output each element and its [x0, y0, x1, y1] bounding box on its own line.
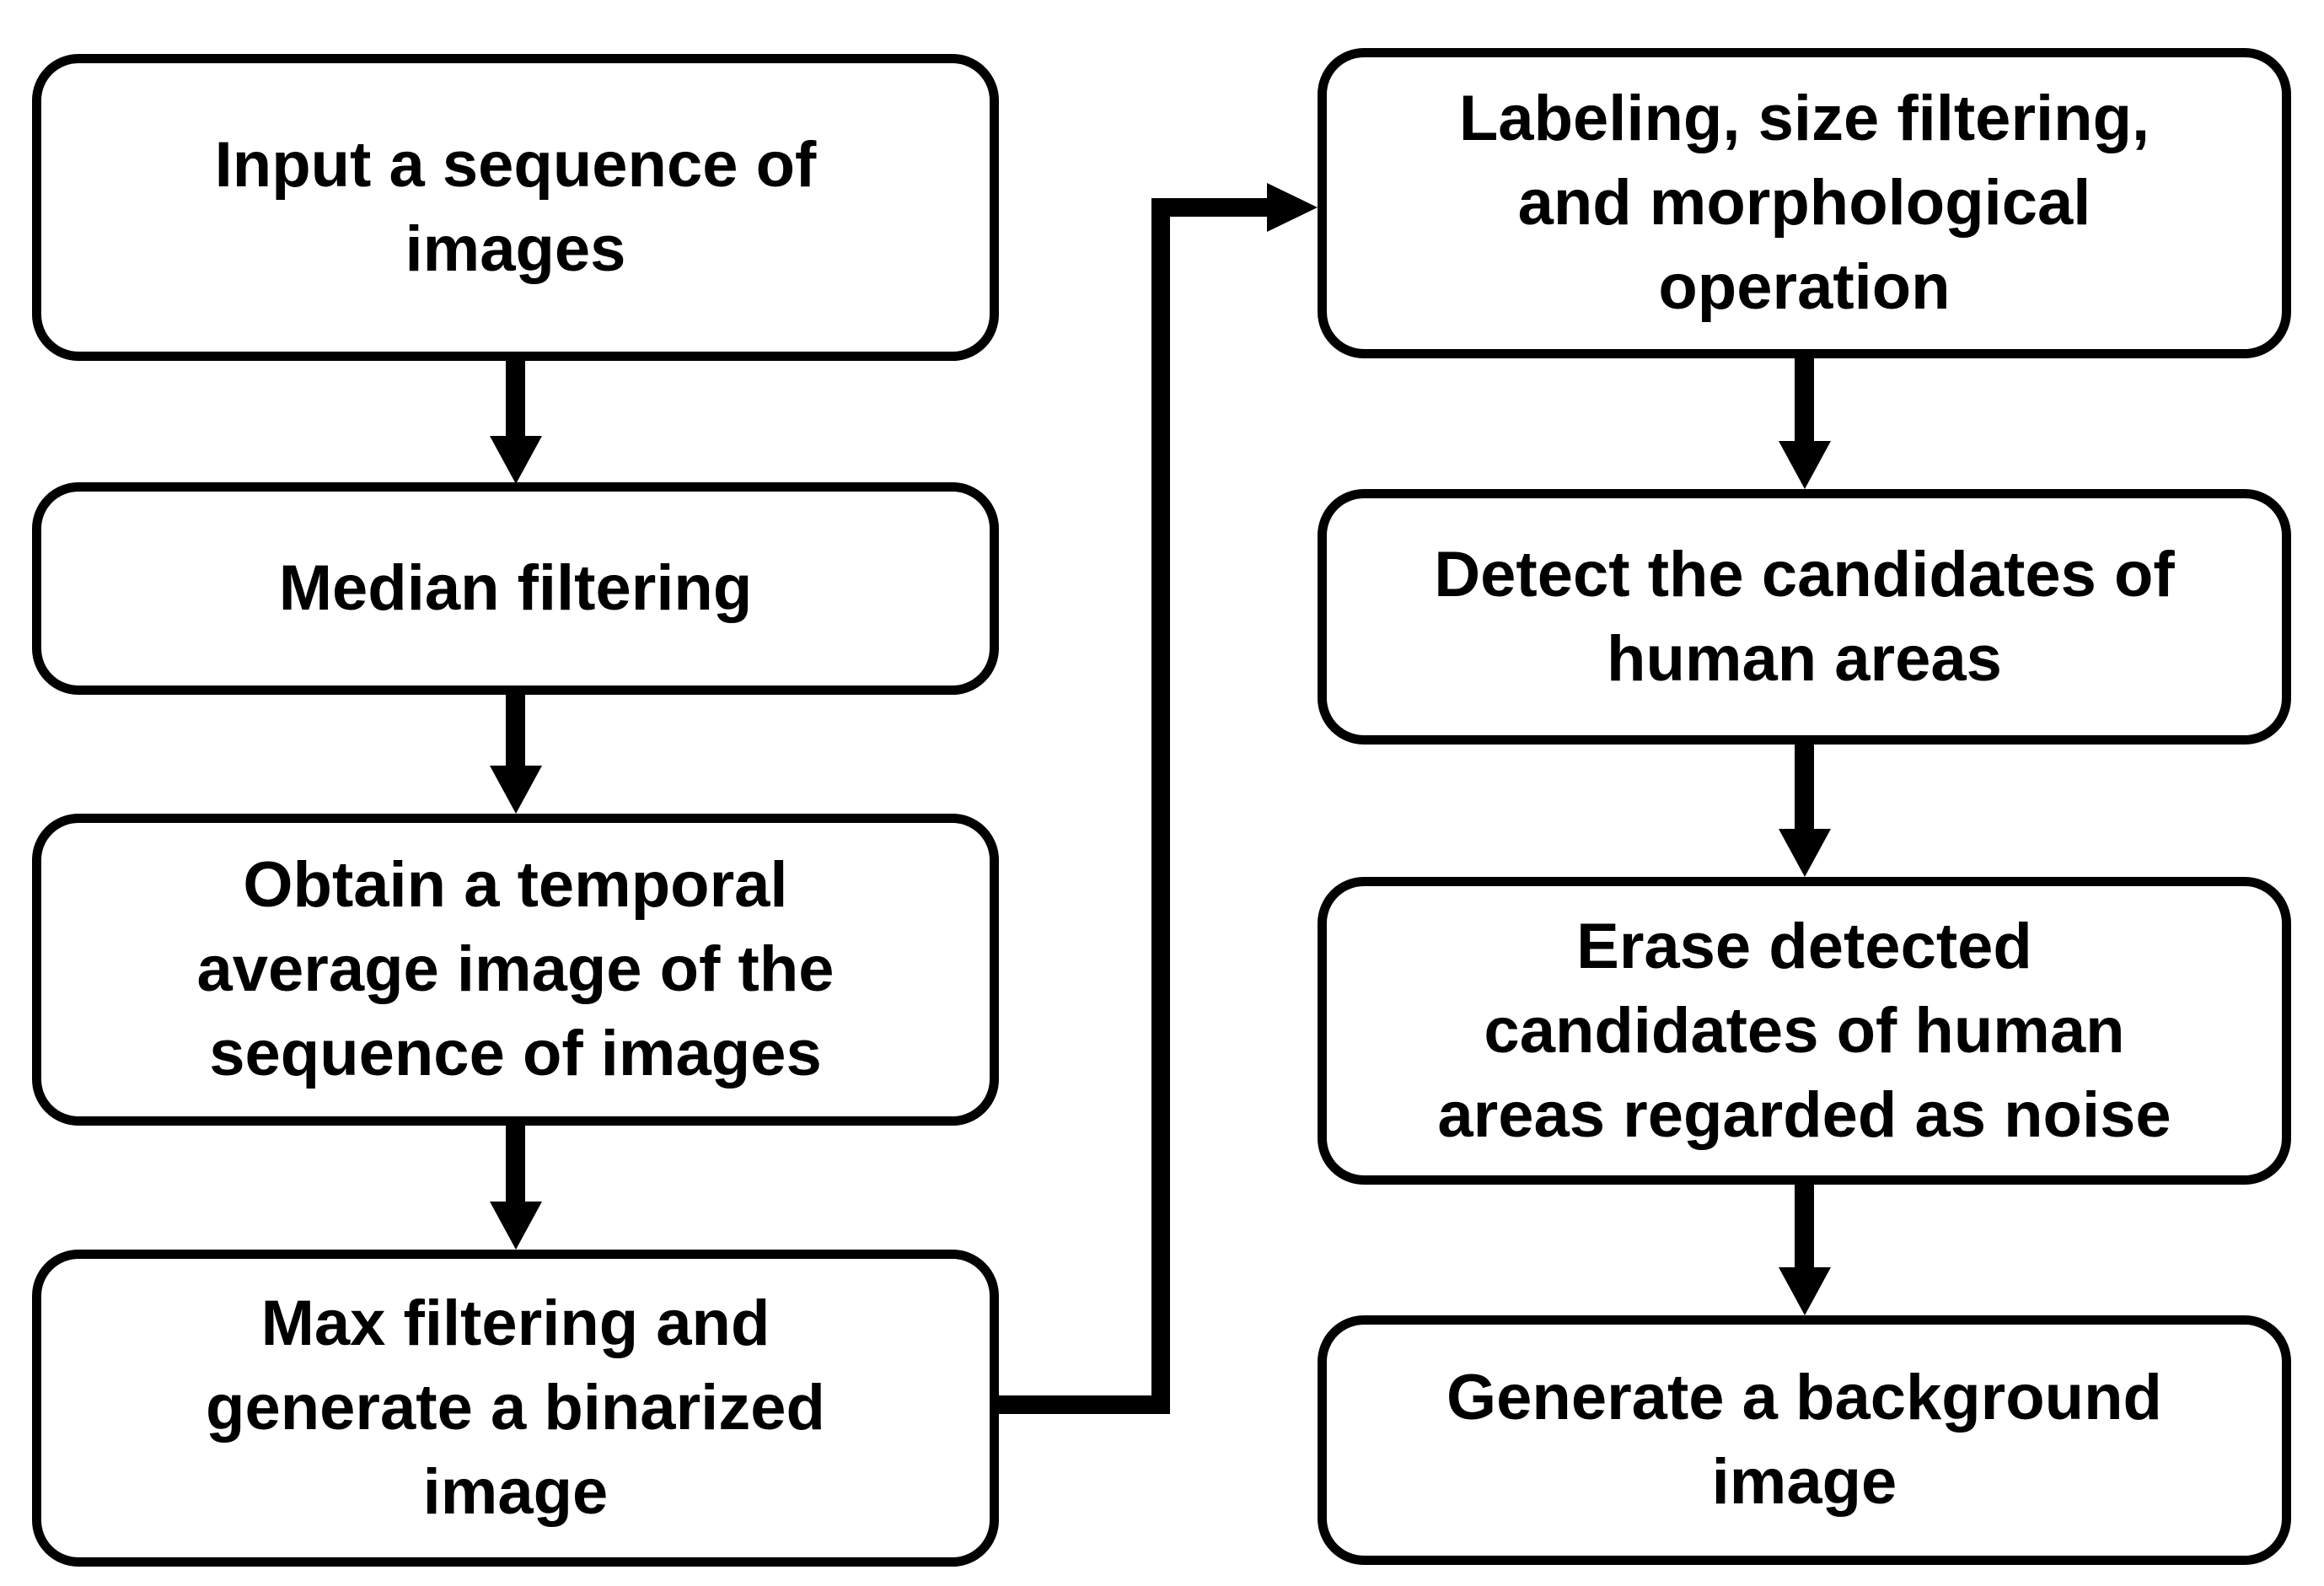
- node-erase-candidates-label: Erase detected candidates of human areas…: [1437, 910, 2171, 1151]
- down-arrow-icon: [1779, 829, 1831, 877]
- down-arrow-icon: [1779, 441, 1831, 489]
- right-arrow-icon: [1267, 183, 1318, 232]
- node-generate-background: Generate a background image: [1318, 1315, 2291, 1565]
- down-arrow-icon: [490, 436, 542, 484]
- node-labeling-morphology: Labeling, size filtering, and morphologi…: [1318, 48, 2291, 358]
- node-temporal-average-label: Obtain a temporal average image of the s…: [196, 849, 835, 1089]
- node-median-filtering-label: Median filtering: [278, 552, 753, 624]
- connector-vertical-segment: [1151, 198, 1170, 1414]
- node-max-filtering: Max filtering and generate a binarized i…: [32, 1250, 999, 1567]
- node-input-sequence-label: Input a sequence of images: [214, 129, 817, 285]
- node-labeling-morphology-label: Labeling, size filtering, and morphologi…: [1458, 83, 2150, 323]
- down-arrow-icon: [1779, 1267, 1831, 1315]
- arrow-shaft: [506, 361, 525, 436]
- arrow-shaft: [1151, 198, 1267, 217]
- node-max-filtering-label: Max filtering and generate a binarized i…: [206, 1288, 825, 1528]
- node-detect-candidates: Detect the candidates of human areas: [1318, 489, 2291, 745]
- node-input-sequence: Input a sequence of images: [32, 54, 999, 361]
- down-arrow-icon: [490, 1202, 542, 1250]
- node-generate-background-label: Generate a background image: [1446, 1362, 2162, 1518]
- node-erase-candidates: Erase detected candidates of human areas…: [1318, 877, 2291, 1185]
- node-temporal-average: Obtain a temporal average image of the s…: [32, 814, 999, 1126]
- down-arrow-icon: [490, 766, 542, 814]
- arrow-shaft: [506, 695, 525, 766]
- arrow-shaft: [1795, 358, 1814, 441]
- arrow-shaft: [1795, 1185, 1814, 1267]
- arrow-shaft: [1795, 745, 1814, 829]
- node-median-filtering: Median filtering: [32, 482, 999, 695]
- arrow-shaft: [506, 1126, 525, 1202]
- connector-horizontal-segment: [999, 1395, 1170, 1414]
- node-detect-candidates-label: Detect the candidates of human areas: [1434, 538, 2175, 695]
